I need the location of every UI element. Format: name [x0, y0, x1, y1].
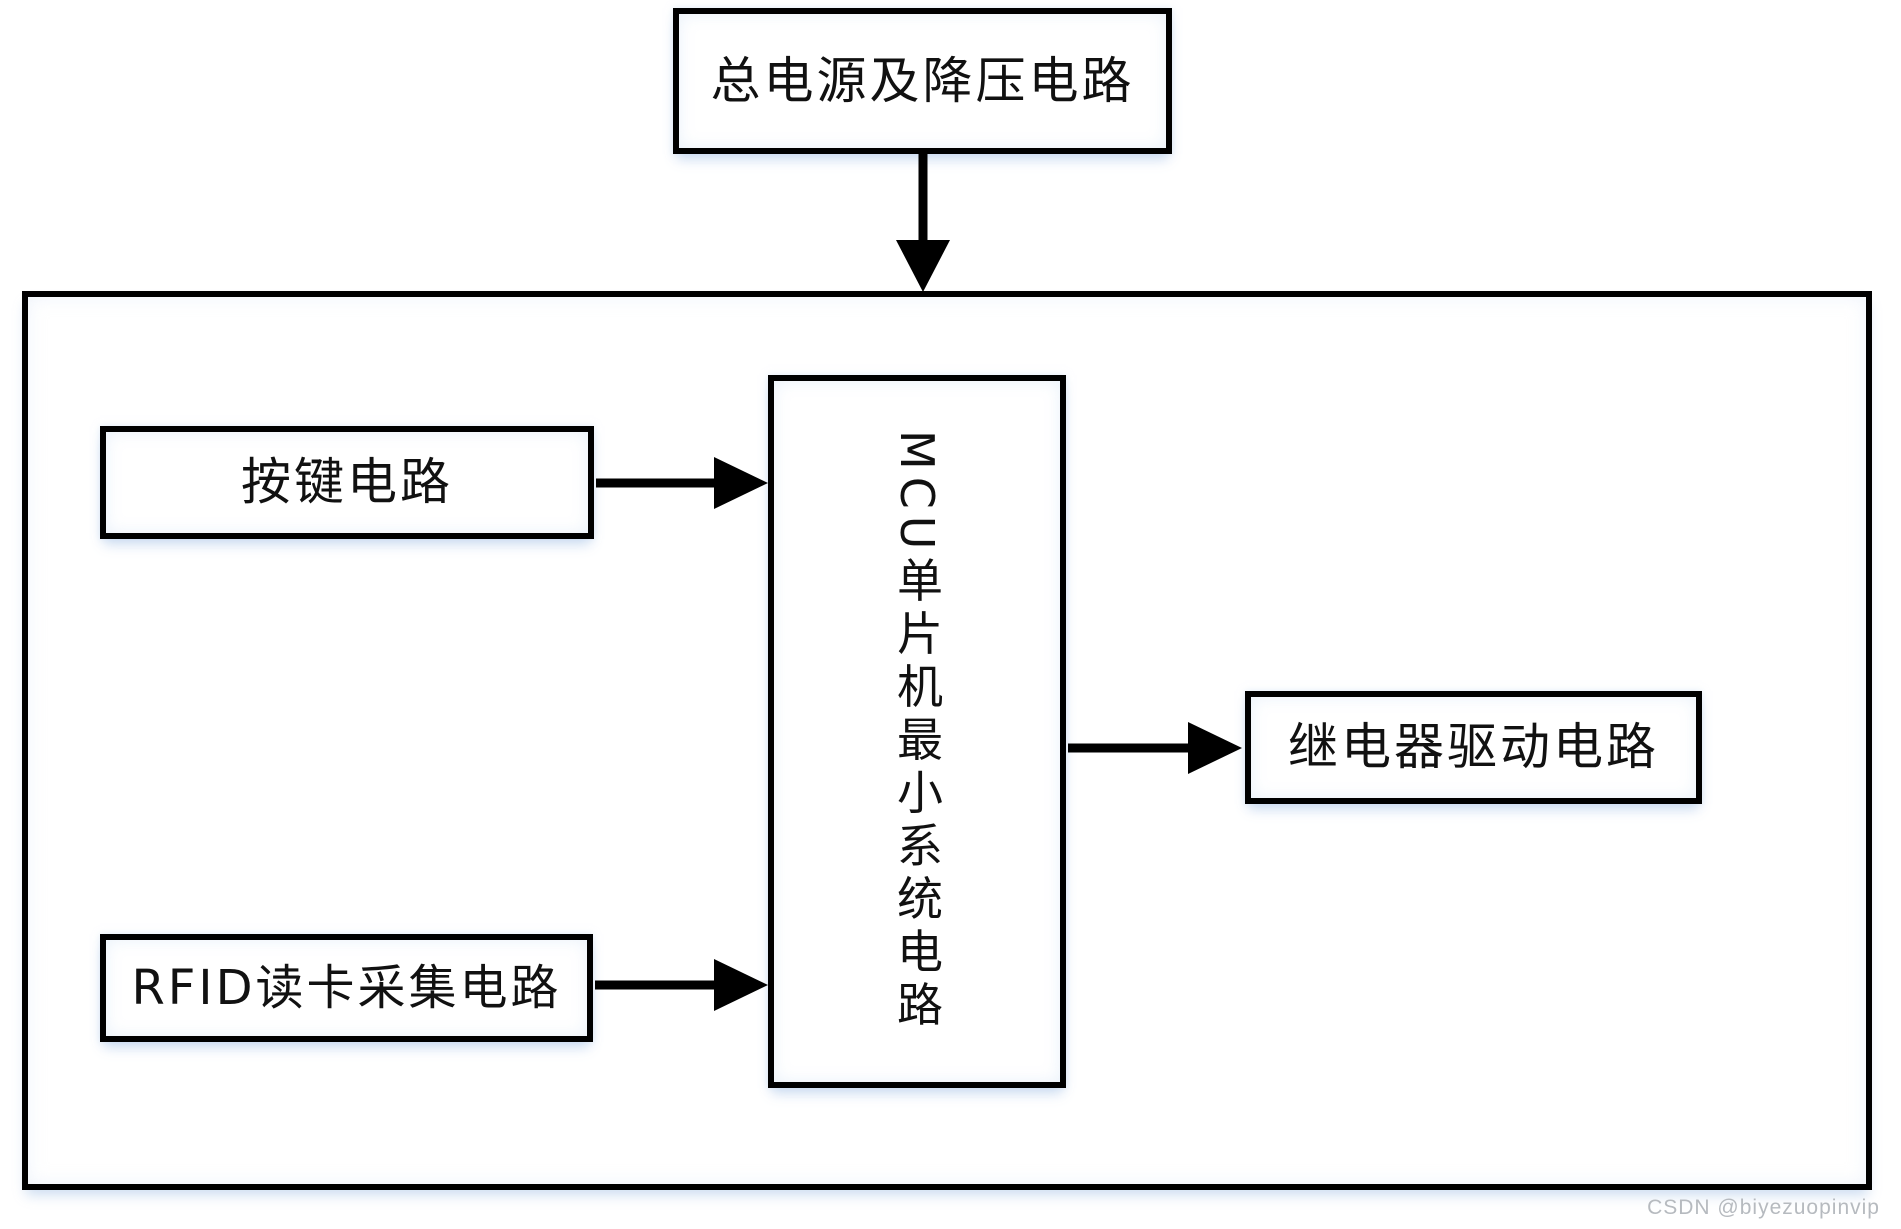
- node-keypad-circuit: 按键电路: [100, 426, 594, 539]
- node-mcu-circuit: MCU单片机最小系统电路: [768, 375, 1066, 1088]
- arrow-power-to-frame: [896, 154, 950, 292]
- csdn-watermark: CSDN @biyezuopinvip: [1647, 1196, 1880, 1219]
- node-rfid-circuit-label: RFID读卡采集电路: [131, 959, 562, 1016]
- node-rfid-circuit: RFID读卡采集电路: [100, 934, 593, 1042]
- node-relay-circuit-label: 继电器驱动电路: [1288, 718, 1659, 776]
- node-power-supply: 总电源及降压电路: [673, 8, 1172, 154]
- node-mcu-circuit-label: MCU单片机最小系统电路: [890, 429, 944, 1034]
- node-power-supply-label: 总电源及降压电路: [710, 51, 1135, 110]
- node-relay-circuit: 继电器驱动电路: [1245, 691, 1702, 804]
- node-keypad-circuit-label: 按键电路: [241, 453, 453, 511]
